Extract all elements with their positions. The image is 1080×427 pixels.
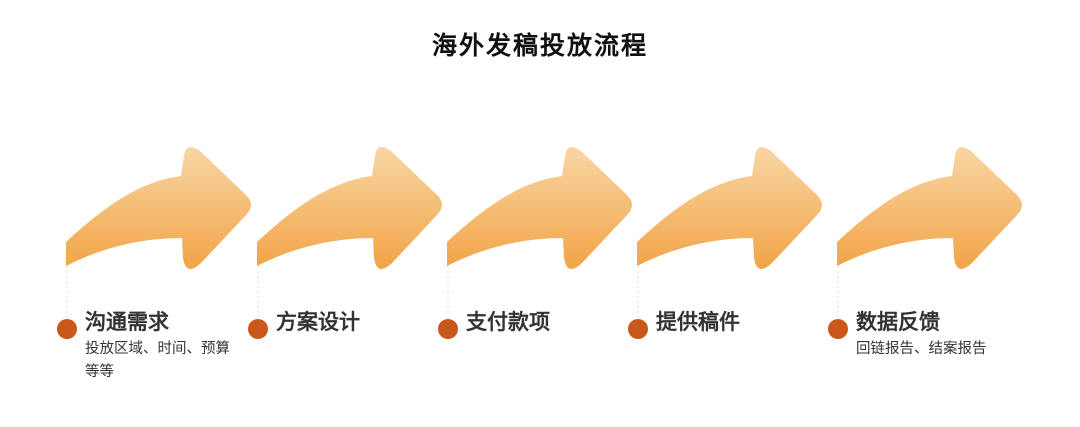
step-label: 支付款项 [466, 309, 550, 334]
step-dot [628, 319, 648, 339]
arrow-communicate [66, 147, 251, 269]
step-description: 回链报告、结案报告 [856, 341, 987, 357]
step-label: 提供稿件 [656, 309, 740, 334]
step-dot [438, 319, 458, 339]
page-title: 海外发稿投放流程 [431, 31, 648, 60]
step-dot [57, 319, 77, 339]
arrow-payment [447, 147, 632, 269]
arrow-plan [257, 147, 442, 269]
step-label: 数据反馈 [856, 309, 940, 334]
step-label: 方案设计 [276, 309, 360, 334]
arrow-manuscript [637, 147, 822, 269]
arrow-feedback [837, 147, 1022, 269]
step-description: 投放区域、时间、预算等等 [85, 341, 230, 380]
step-dot [248, 319, 268, 339]
step-label: 沟通需求 [85, 309, 169, 334]
step-dot [828, 319, 848, 339]
